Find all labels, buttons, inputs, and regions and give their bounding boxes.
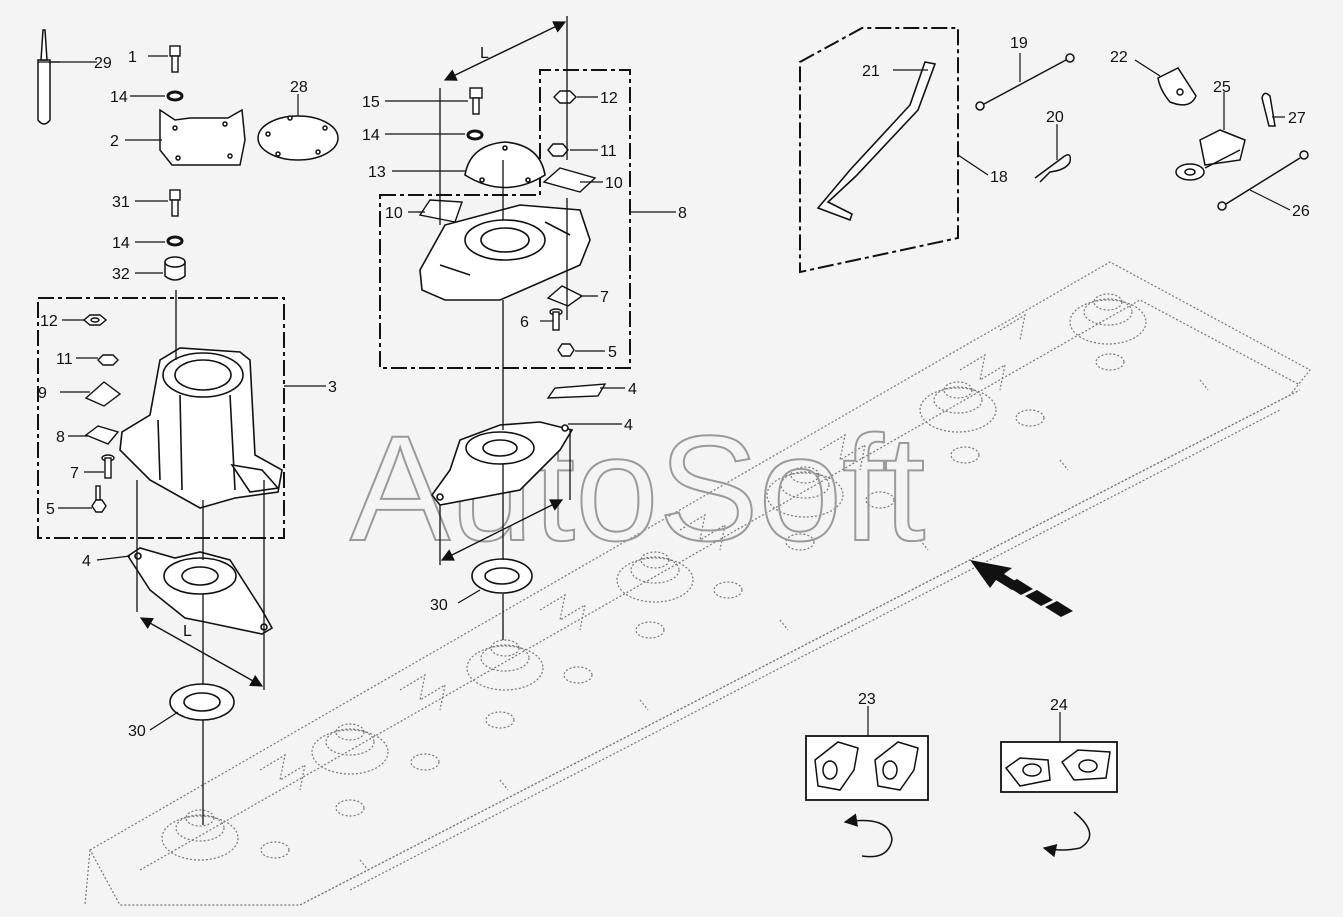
label-26: 26: [1292, 203, 1310, 220]
label-32: 32: [112, 266, 130, 283]
label-2: 2: [110, 133, 119, 150]
part-1-bolt: [169, 45, 181, 73]
label-8-b: 7: [600, 289, 609, 306]
label-14-b: 14: [112, 235, 130, 252]
part-4-hub-plate-right: [430, 421, 574, 506]
part-5-screw-b: [557, 343, 575, 357]
label-20: 20: [1046, 109, 1064, 126]
part-25-clamp: [1175, 129, 1246, 181]
part-10-lock-plate: [84, 381, 122, 407]
label-10-c: 10: [385, 205, 403, 222]
kit-23-box: [805, 735, 929, 801]
cutter-bar-discs: [161, 293, 1147, 861]
part-8-plate-b: [546, 285, 584, 307]
part-4-hub-plate-left: [126, 547, 274, 635]
part-29-grease-tube: [37, 29, 51, 125]
label-6: 4: [628, 381, 637, 398]
dimension-label-L-top: L: [480, 45, 489, 62]
label-11: 11: [56, 351, 73, 368]
label-19: 19: [1010, 35, 1028, 52]
part-6-plate: [546, 383, 607, 399]
label-29: 29: [94, 55, 112, 72]
part-30-gasket-right: [471, 558, 533, 594]
assembly-9-box: [379, 69, 631, 369]
label-30: 30: [128, 723, 146, 740]
part-2-cover-plate: [159, 108, 246, 166]
part-14-washer-c: [466, 129, 484, 141]
part-21-key-tool: [816, 61, 937, 222]
label-1: 1: [128, 49, 137, 66]
rotation-arrow-cw: [1042, 811, 1091, 858]
label-27: 27: [1288, 110, 1306, 127]
part-7-screw: [101, 454, 115, 479]
label-13: 13: [368, 164, 386, 181]
part-9-housing: [419, 204, 591, 301]
label-15: 15: [362, 94, 380, 111]
part-5-screw: [91, 485, 107, 513]
label-14-c: 14: [362, 127, 380, 144]
assembly-18-box: [799, 27, 959, 274]
part-labels: 29 1 14 2 28 31 14 32 12 11 9 8 7 5 3 4 …: [38, 35, 1310, 740]
part-12-nut: [82, 314, 108, 326]
label-11-b: 11: [600, 143, 617, 160]
label-5: 5: [46, 501, 55, 518]
part-11-nut: [97, 354, 119, 366]
part-22-hook-plate: [1157, 67, 1197, 106]
label-28: 28: [290, 79, 308, 96]
label-12-b: 12: [600, 90, 618, 107]
label-7-b: 6: [520, 314, 529, 331]
part-11-nut-b: [547, 143, 569, 157]
label-12: 12: [40, 313, 58, 330]
part-13-cap: [464, 141, 546, 189]
dimension-label-L: L: [183, 623, 192, 640]
label-4: 4: [82, 553, 91, 570]
assembly-3-box: [37, 297, 285, 539]
label-10: 9: [38, 385, 47, 402]
part-3-housing: [119, 347, 283, 509]
label-23: 23: [858, 691, 876, 708]
label-31: 31: [112, 194, 130, 211]
label-18: 18: [990, 169, 1008, 186]
part-20-spring-clip: [1034, 154, 1072, 183]
part-12-nut-b: [553, 90, 577, 104]
part-30-gasket-left: [169, 683, 235, 721]
label-21: 21: [862, 63, 880, 80]
rotation-arrow-ccw: [843, 813, 893, 858]
label-30-b: 30: [430, 597, 448, 614]
label-22: 22: [1110, 49, 1128, 66]
dimension-lines: [139, 21, 567, 687]
label-8: 8: [56, 429, 65, 446]
part-14-washer: [166, 90, 184, 102]
part-10-lock-plate-b: [542, 167, 597, 193]
leader-lines: [38, 53, 1291, 742]
part-32-spacer: [164, 256, 186, 281]
label-5-b: 5: [608, 344, 617, 361]
kit-24-box: [1000, 741, 1118, 793]
part-19-cable: [975, 53, 1075, 111]
label-4-b: 4: [624, 417, 633, 434]
label-7: 7: [70, 465, 79, 482]
travel-direction-arrow: [970, 560, 1073, 617]
label-24: 24: [1050, 697, 1068, 714]
part-8-plate: [84, 425, 120, 445]
part-28-gasket: [257, 115, 339, 161]
part-26-cable: [1217, 150, 1309, 211]
label-9: 8: [678, 205, 687, 222]
label-3: 3: [328, 379, 337, 396]
part-7-screw-b: [549, 308, 563, 331]
part-14-washer-b: [166, 235, 184, 247]
part-31-bolt: [169, 189, 181, 217]
part-10-lock-plate-c: [418, 199, 463, 223]
label-10-b: 10: [605, 175, 623, 192]
cutter-bar: [84, 261, 1311, 906]
part-27-pin: [1261, 92, 1276, 127]
part-15-bolt: [469, 87, 483, 115]
label-14: 14: [110, 89, 128, 106]
label-25: 25: [1213, 79, 1231, 96]
